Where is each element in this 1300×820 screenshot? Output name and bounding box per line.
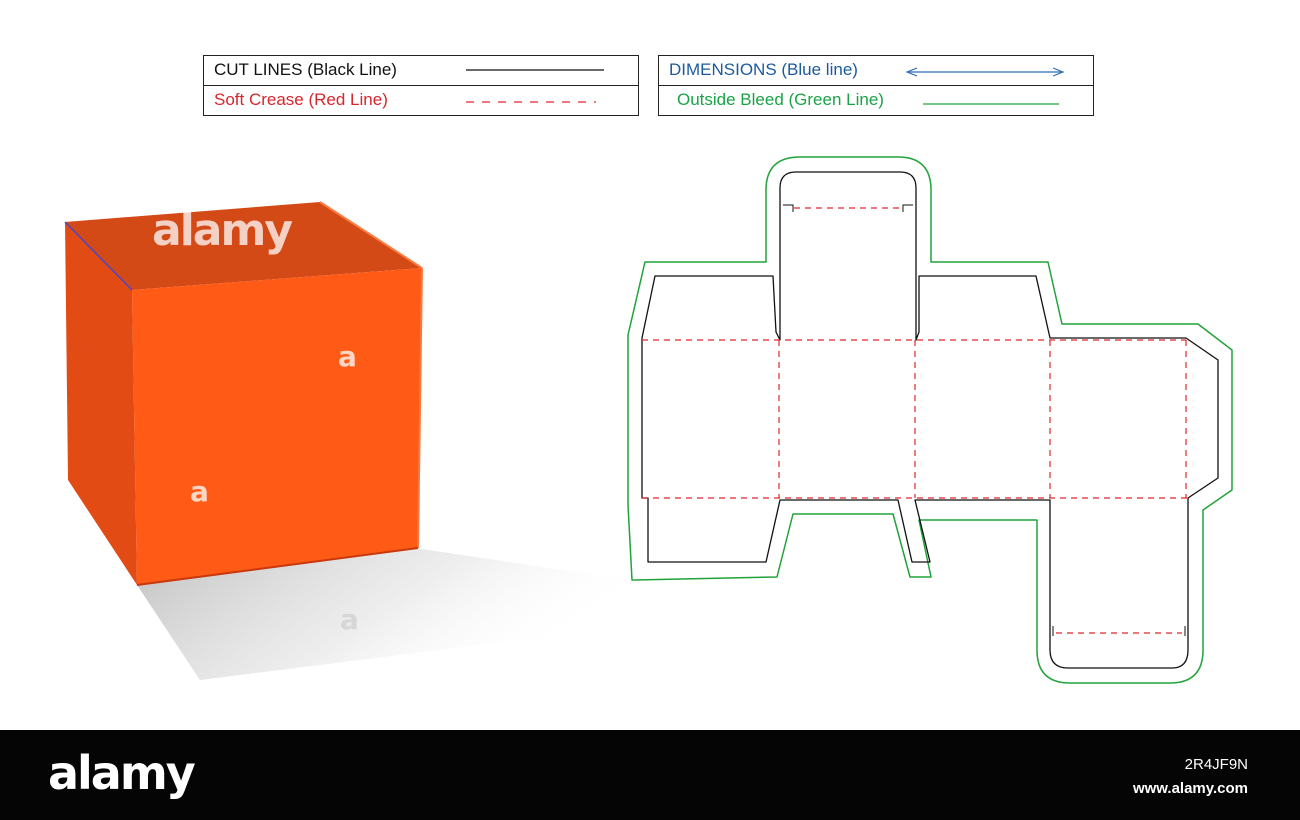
legend-row-dimensions: DIMENSIONS (Blue line): [659, 56, 1093, 86]
box-dieline: [627, 156, 1233, 684]
box-front-face: [132, 268, 422, 585]
footer-url: www.alamy.com: [1132, 780, 1248, 797]
legend-left-table: CUT LINES (Black Line) Soft Crease (Red …: [203, 55, 639, 116]
bleed-outline: [627, 156, 1233, 684]
legend-row-cut: CUT LINES (Black Line): [204, 56, 638, 86]
cut-line-sample: [466, 69, 604, 71]
box-top-face: [65, 202, 422, 290]
watermark-mark: a: [338, 340, 357, 373]
tuck-slit-top: [783, 204, 913, 212]
cut-outline: [641, 171, 1219, 669]
box-left-face: [65, 222, 137, 585]
legend-row-crease: Soft Crease (Red Line): [204, 86, 638, 116]
bleed-line-sample: [923, 103, 1059, 105]
tuck-slit-bottom: [1052, 626, 1186, 636]
box-shadow: [137, 548, 630, 680]
watermark-mark: a: [340, 603, 359, 636]
legend-bleed-label: Outside Bleed (Green Line): [677, 90, 884, 109]
crease-line-sample: [466, 101, 596, 103]
footer-logo: alamy: [48, 746, 196, 800]
legend-row-bleed: Outside Bleed (Green Line): [659, 86, 1093, 116]
crease-lines: [642, 207, 1188, 634]
legend-dimensions-label: DIMENSIONS (Blue line): [669, 60, 858, 79]
watermark-text: alamy: [152, 205, 293, 256]
legend-right-table: DIMENSIONS (Blue line) Outside Bleed (Gr…: [658, 55, 1094, 116]
dimension-arrow-sample: [905, 67, 1065, 77]
footer-image-id: 2R4JF9N: [1184, 756, 1248, 773]
watermark-mark: a: [190, 475, 209, 508]
legend-crease-label: Soft Crease (Red Line): [214, 90, 388, 109]
box-3d-illustration: [64, 201, 630, 680]
legend-cut-label: CUT LINES (Black Line): [214, 60, 397, 79]
footer-band: alamy 2R4JF9N www.alamy.com: [0, 730, 1300, 820]
